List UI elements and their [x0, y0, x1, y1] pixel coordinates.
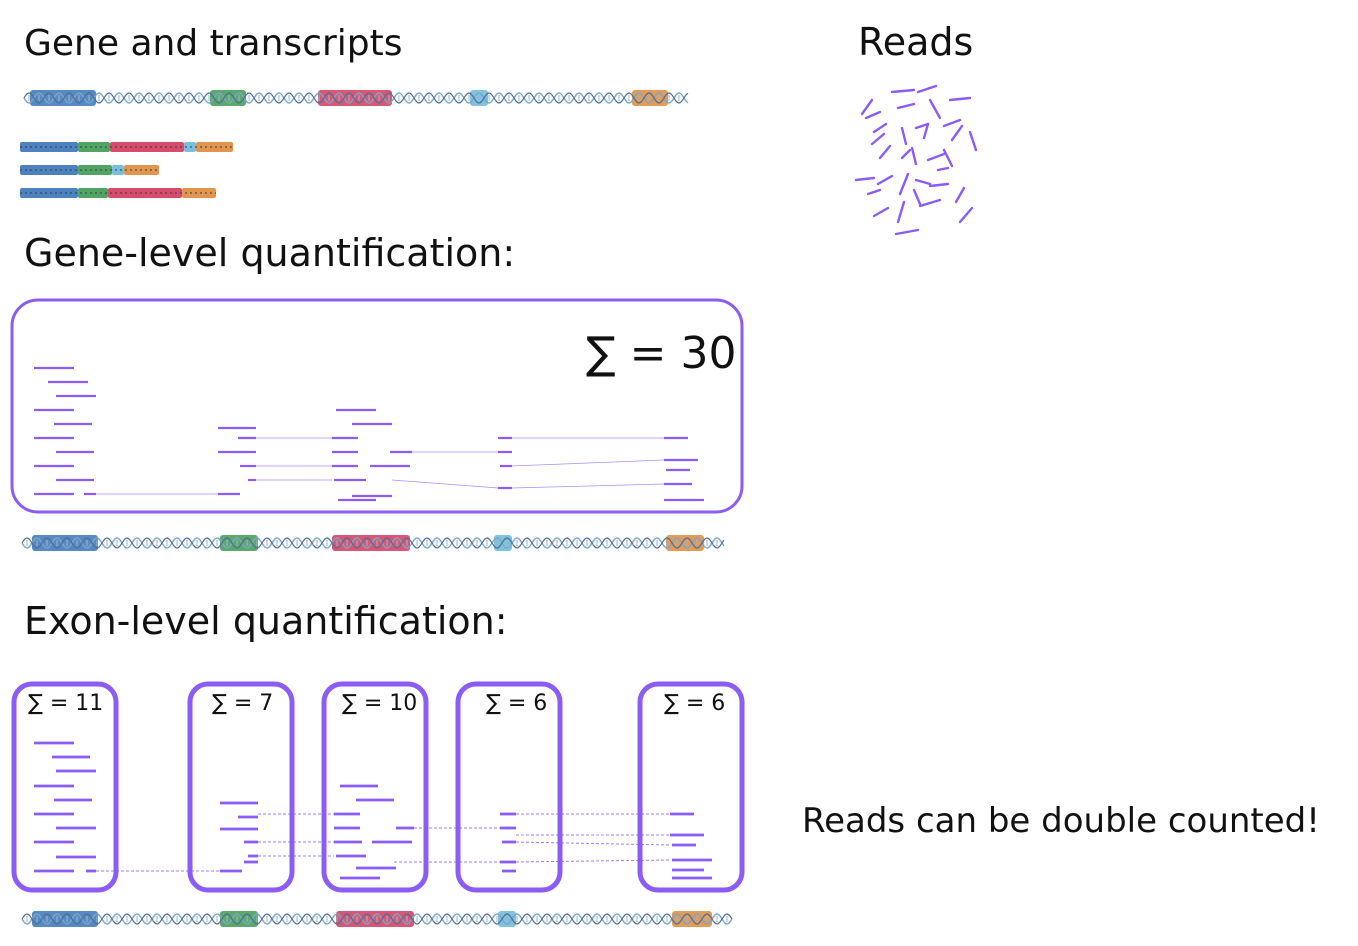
gene-level-box	[10, 298, 744, 514]
exon-1-sum: ∑ = 11	[28, 691, 103, 716]
dna-strand-b	[21, 537, 725, 549]
read-fragment	[864, 110, 882, 120]
exon-5-box	[637, 681, 745, 893]
read-fragment	[958, 206, 974, 224]
read-fragment	[928, 182, 950, 188]
exon-2-sum: ∑ = 7	[212, 691, 273, 716]
read-fragment	[894, 228, 920, 236]
transcript-isoforms	[20, 142, 233, 198]
exon-3-sum: ∑ = 10	[342, 691, 417, 716]
read-fragment	[954, 186, 966, 204]
gene-level-reads	[34, 366, 704, 502]
read-fragment	[854, 176, 876, 182]
dna-strand-b	[23, 92, 689, 104]
exon-5-block	[632, 90, 668, 106]
double-count-note: Reads can be double counted!	[802, 801, 1320, 841]
read-fragment	[910, 146, 918, 166]
read-fragment	[876, 174, 894, 186]
dna-strand-a	[21, 913, 733, 925]
read-fragment	[890, 88, 916, 94]
transcript-3-exon-1	[20, 188, 78, 198]
exon-5-sum: ∑ = 6	[664, 691, 725, 716]
dna-strand-a	[23, 92, 689, 104]
read-fragment	[900, 126, 908, 146]
read-fragment	[926, 152, 946, 162]
exon-4-box	[455, 681, 563, 893]
read-fragment	[916, 84, 938, 94]
read-fragment	[912, 188, 922, 206]
transcript-3-exon-2	[78, 188, 108, 198]
read-fragment	[942, 118, 962, 128]
gene-level-dna-strand	[21, 535, 725, 551]
exon-read-link	[515, 859, 671, 863]
gene-transcripts-title: Gene and transcripts	[24, 23, 403, 64]
exon-4-sum: ∑ = 6	[486, 691, 547, 716]
read-fragment	[914, 178, 932, 186]
read-fragment	[936, 166, 950, 172]
exon-1-box	[11, 681, 119, 893]
gene-dna-strand	[23, 90, 689, 106]
transcript-1-exon-1	[20, 142, 78, 152]
read-fragment	[870, 132, 886, 146]
transcript-3-exon-5	[182, 188, 216, 198]
transcript-2-exon-4	[112, 165, 124, 175]
read-fragment	[928, 98, 942, 120]
exon-2-box	[187, 681, 295, 893]
read-fragment	[872, 206, 890, 218]
exon-level-reads	[34, 741, 712, 880]
dna-strand-b	[21, 913, 733, 925]
exon-level-boxes: ∑ = 11 ∑ = 7 ∑ = 10 ∑ = 6 ∑ = 6	[11, 681, 745, 893]
read-fragment	[878, 144, 892, 160]
read-fragment	[860, 98, 874, 116]
read-fragment	[942, 148, 954, 168]
reads-title: Reads	[858, 20, 973, 64]
dna-strand-a	[21, 537, 725, 549]
read-fragment	[896, 200, 906, 224]
read-fragment	[922, 122, 930, 140]
transcript-1-exon-5	[196, 142, 233, 152]
gene-level-sum: ∑ = 30	[586, 328, 736, 379]
read-fragment	[968, 130, 978, 152]
exon-read-link	[515, 841, 671, 846]
read-fragment	[866, 188, 882, 196]
exon-1-block	[30, 90, 96, 106]
read-fragment	[914, 122, 930, 130]
read-fragment	[950, 124, 964, 142]
read-fragment	[898, 172, 910, 196]
read-fragment	[918, 198, 942, 208]
exon-level-dna-strand	[21, 911, 733, 927]
exon-2-block	[210, 90, 246, 106]
transcript-2-exon-1	[20, 165, 78, 175]
transcript-1-exon-2	[78, 142, 110, 152]
exon-3-block	[332, 535, 410, 551]
gene-read-link	[391, 479, 499, 489]
reads-cloud	[854, 84, 978, 236]
gene-level-title: Gene-level quantification:	[24, 231, 515, 275]
exon-3-box	[321, 681, 429, 893]
gene-read-link	[511, 459, 665, 467]
read-fragment	[948, 96, 972, 102]
exon-level-title: Exon-level quantification:	[24, 599, 508, 643]
gene-read-link	[511, 483, 665, 489]
read-fragment	[872, 122, 888, 134]
read-fragment	[900, 148, 912, 160]
read-fragment	[896, 102, 916, 110]
